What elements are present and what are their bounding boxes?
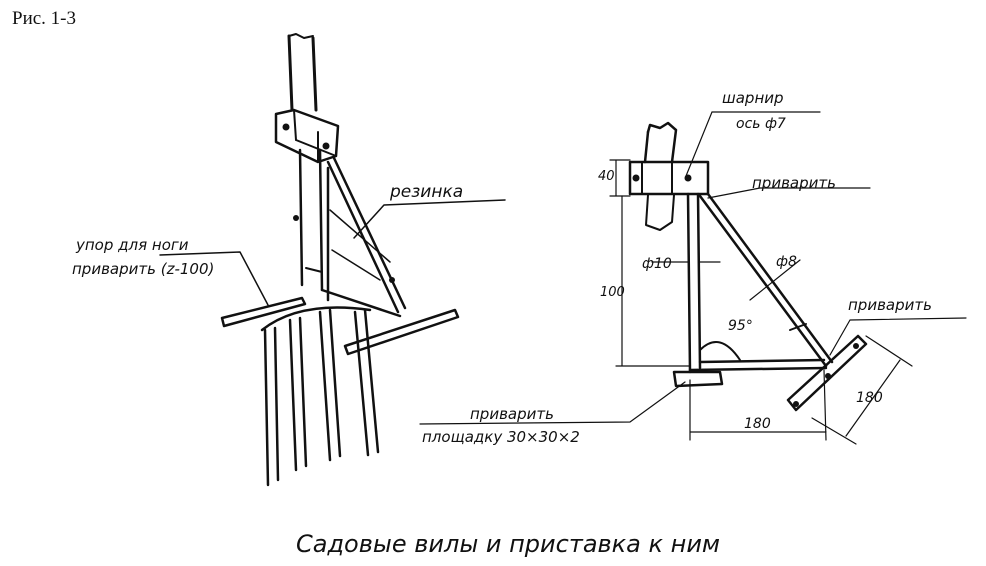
label-hinge-line1: шарнир: [722, 89, 784, 107]
detail-handle: [643, 121, 678, 231]
dim-rod-8: ф8: [776, 254, 797, 270]
dim-angle: 95°: [728, 318, 753, 334]
label-foot-rest-line1: упор для ноги: [75, 236, 189, 254]
label-weld-pad-line2: площадку 30×30×2: [422, 428, 580, 446]
dim-height: 100: [600, 285, 625, 300]
label-hinge-line2: ось ф7: [736, 116, 786, 132]
garden-fork-drawing: резинка упор для ноги приварить (z-100): [72, 33, 506, 487]
fork-clamp-block: [274, 108, 340, 164]
label-rubber: резинка: [389, 182, 463, 202]
fork-foot-rest: [159, 251, 460, 356]
fork-handle: [287, 33, 324, 292]
dim-rod-10: ф10: [642, 256, 672, 272]
fork-tines: [260, 306, 380, 487]
figure-label: Рис. 1-3: [12, 8, 76, 29]
label-weld-right: приварить: [848, 296, 932, 314]
figure-caption: Садовые вилы и приставка к ним: [296, 530, 720, 558]
fork-attachment-frame: [293, 156, 407, 318]
detail-weld-pad: [672, 370, 724, 388]
detail-cross-bar: [786, 334, 868, 412]
rubber-leader-line: [353, 199, 506, 239]
dim-clamp: 40: [598, 169, 615, 184]
detail-hinge-block: [628, 160, 710, 196]
label-weld-top: приварить: [752, 174, 836, 192]
attachment-detail-drawing: шарнир ось ф7 приварить приварить привар…: [419, 89, 967, 446]
detail-frame: [686, 192, 834, 374]
dim-cross: 180: [856, 390, 883, 406]
label-foot-rest-line2: приварить (z-100): [72, 260, 214, 278]
dim-base: 180: [744, 416, 771, 432]
label-weld-pad-line1: приварить: [470, 405, 554, 423]
detail-dimension-lines: [419, 111, 967, 445]
